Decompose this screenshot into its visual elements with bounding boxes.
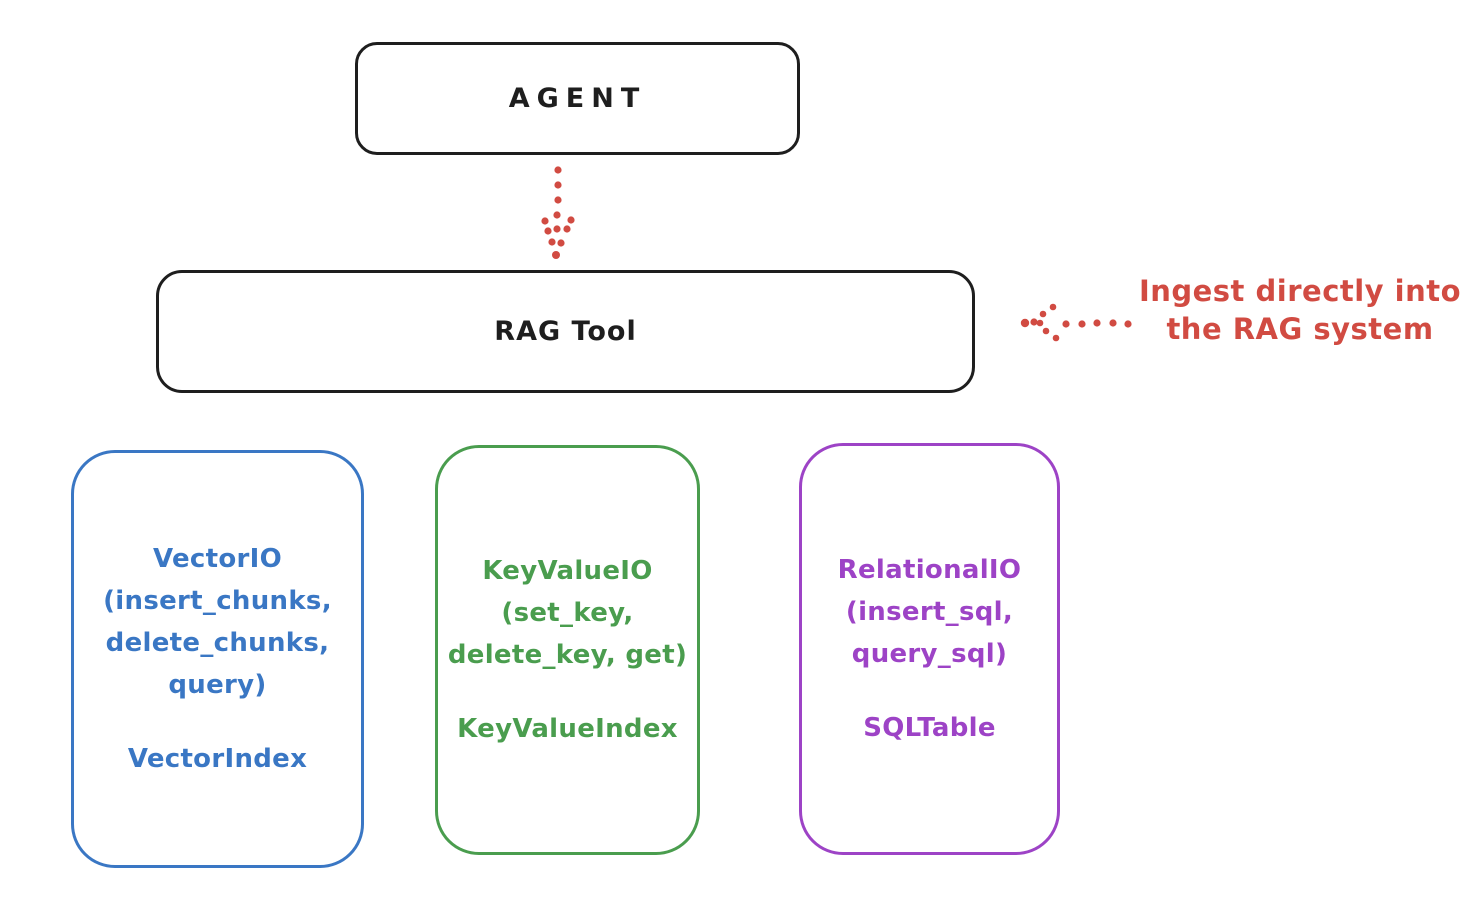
key-value-index-label: KeyValueIndex bbox=[457, 714, 678, 744]
relational-io-methods: RelationalIO(insert_sql,query_sql) bbox=[837, 555, 1022, 669]
rag-tool-label: RAG Tool bbox=[494, 316, 637, 347]
relational-io-card: RelationalIO(insert_sql,query_sql) SQLTa… bbox=[799, 443, 1060, 855]
sql-table-label: SQLTable bbox=[863, 713, 996, 743]
annotation-dotted-arrow-icon bbox=[1020, 303, 1132, 342]
key-value-io-card: KeyValueIO(set_key,delete_key, get) KeyV… bbox=[435, 445, 700, 855]
vector-index-label: VectorIndex bbox=[127, 744, 308, 774]
agent-box: AGENT bbox=[355, 42, 800, 155]
agent-label: AGENT bbox=[508, 83, 647, 114]
agent-to-rag-dotted-arrow-icon bbox=[541, 166, 575, 259]
rag-tool-box: RAG Tool bbox=[156, 270, 975, 393]
vector-io-card: VectorIO(insert_chunks,delete_chunks,que… bbox=[71, 450, 364, 868]
key-value-io-methods: KeyValueIO(set_key,delete_key, get) bbox=[447, 556, 688, 670]
vector-io-methods: VectorIO(insert_chunks,delete_chunks,que… bbox=[103, 544, 332, 700]
